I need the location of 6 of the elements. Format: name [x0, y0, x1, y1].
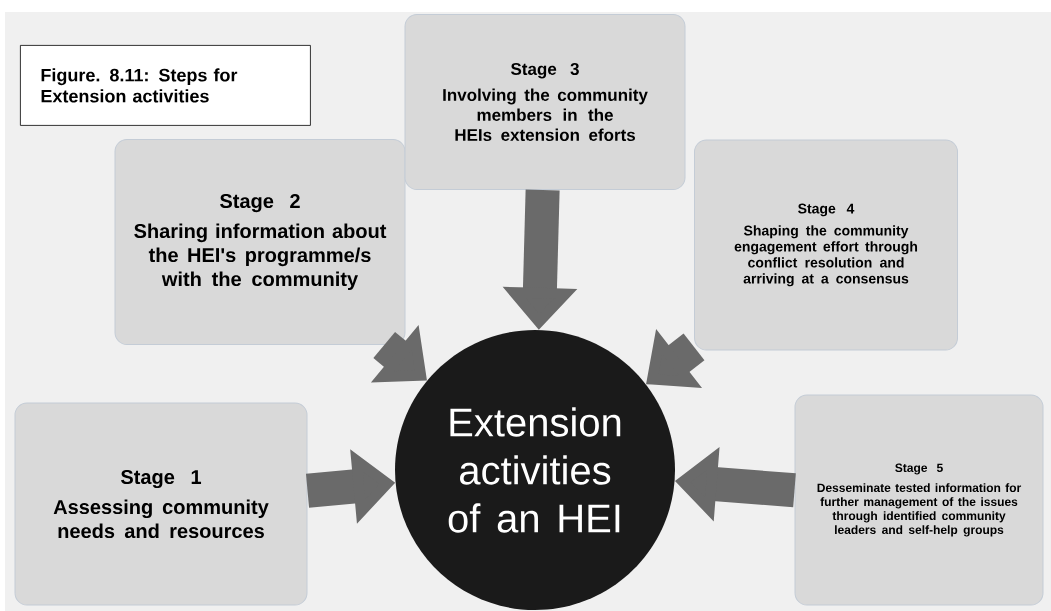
stage-box: Stage 3 Involving the community members in the HEIs extension eforts	[404, 14, 686, 190]
stage-box: Stage 5 Desseminate tested information for further management of the issues through identified community leaders and self-help groups	[794, 394, 1044, 606]
stage-box: Stage 1 Assessing community needs and resources	[14, 402, 308, 606]
title-box: Figure. 8.11: Steps for Extension activities	[20, 45, 311, 126]
stage-box: Stage 2 Sharing information about the HEI's programme/s with the community	[114, 139, 406, 345]
stage-box: Stage 4 Shaping the community engagement effort through conflict resolution and arriving at a consensus	[694, 139, 958, 351]
